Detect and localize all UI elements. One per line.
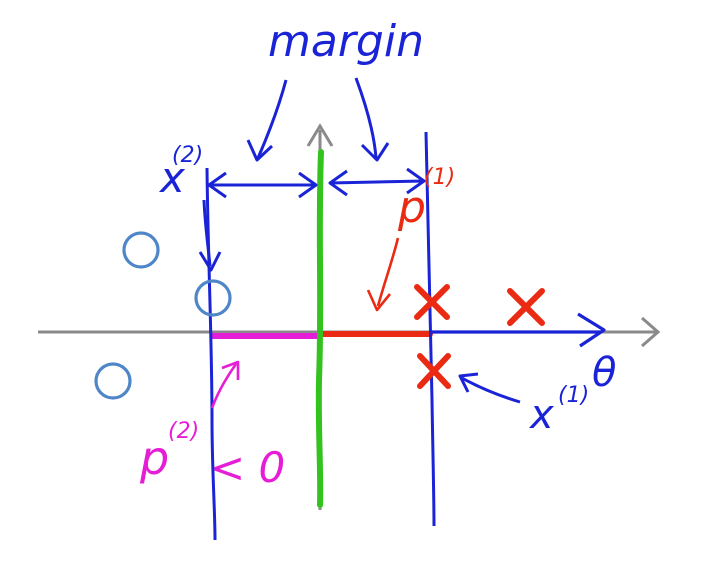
margin-arrowhead-left-end xyxy=(298,171,318,199)
margin-arrowhead-right-start xyxy=(328,169,348,197)
theta-label: θ xyxy=(592,350,616,396)
p2-label-base: p xyxy=(139,431,169,485)
negative-example-circle xyxy=(122,231,160,269)
x2-label: x (2) xyxy=(158,143,203,202)
p1-pointer xyxy=(376,237,400,307)
negative-example-circle xyxy=(194,279,232,317)
margin-width-arrow-right xyxy=(329,179,425,185)
decision-boundary xyxy=(315,149,324,508)
positive-example-cross xyxy=(507,288,545,326)
x2-label-superscript: (2) xyxy=(172,143,203,168)
margin-pointer-left-head xyxy=(246,139,274,162)
p2-pointer-head xyxy=(221,360,240,380)
x2-label-base: x xyxy=(158,153,186,202)
p2-relation: < 0 xyxy=(210,443,285,492)
p1-label-base: p xyxy=(397,182,426,233)
theta-vector-arrowhead xyxy=(577,312,606,348)
x2-pointer-head xyxy=(198,251,222,272)
p2-label-superscript: (2) xyxy=(168,419,199,444)
x1-pointer-head xyxy=(458,372,479,393)
p1-label-superscript: (1) xyxy=(424,165,455,190)
positive-example-cross xyxy=(414,284,450,320)
margin-arrowhead-right-end xyxy=(406,167,426,195)
margin-pointer-right xyxy=(354,77,378,159)
p1-label: p (1) xyxy=(397,165,455,233)
x1-label-base: x xyxy=(528,392,554,438)
margin-pointer-right-head xyxy=(360,142,390,162)
horizontal-axis-arrowhead xyxy=(641,316,661,348)
vertical-axis-arrowhead xyxy=(306,123,334,147)
x1-label-superscript: (1) xyxy=(558,383,589,408)
margin-arrowhead-left-start xyxy=(207,171,227,199)
p2-pointer xyxy=(210,363,238,409)
margin-pointer-left xyxy=(256,79,288,159)
p1-pointer-head xyxy=(366,289,392,312)
x1-pointer xyxy=(461,376,521,404)
margin-label: margin xyxy=(268,16,424,67)
x2-pointer xyxy=(202,199,212,267)
positive-example-cross xyxy=(417,353,451,389)
negative-example-circle xyxy=(94,362,132,400)
p2-label: p (2) < 0 xyxy=(139,419,285,492)
margin-line-right xyxy=(424,131,436,527)
x1-label: x (1) xyxy=(528,383,589,438)
